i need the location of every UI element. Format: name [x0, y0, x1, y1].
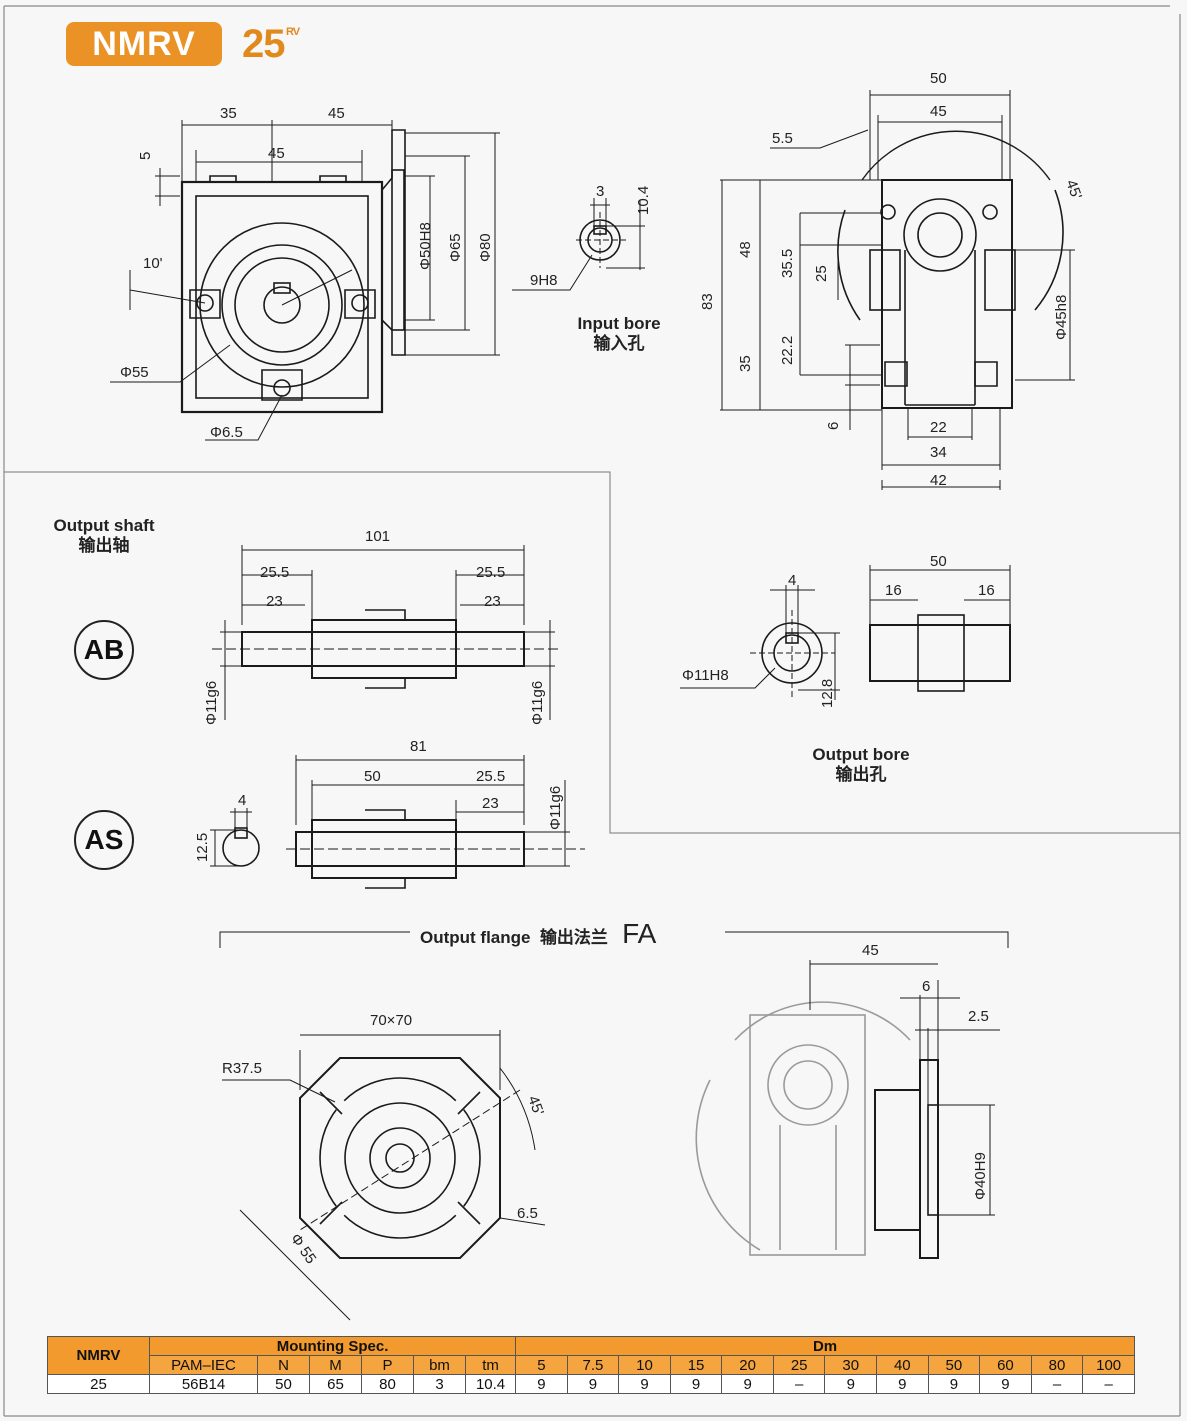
flange-side-view [695, 1001, 911, 1256]
dim-ab-101: 101 [365, 528, 390, 545]
dim-side-42: 42 [930, 472, 947, 489]
dim-as-81: 81 [410, 738, 427, 755]
dim-side-5-5: 5.5 [772, 130, 793, 147]
dim-side-22: 22 [930, 419, 947, 436]
dim-ab-25-5b: 25.5 [476, 564, 505, 581]
dim-input-10-4: 10.4 [635, 186, 652, 215]
dim-side-83: 83 [699, 293, 716, 310]
flange-code: FA [622, 918, 657, 949]
dim-obore-50: 50 [930, 553, 947, 570]
shaft-as-dims: 81 50 25.5 23 Φ11g6 4 12.5 [194, 738, 564, 862]
dim-ab-d11a: Φ11g6 [203, 681, 220, 725]
side-view-dims: 50 45 5.5 45' 48 83 35.5 25 35 22.2 6 22… [699, 70, 1085, 489]
series-badge: NMRV [66, 22, 222, 66]
th-dm: Dm [515, 1336, 1135, 1356]
dim-front-d80: Φ80 [477, 233, 494, 262]
dim-side-45: 45 [930, 103, 947, 120]
dim-side-34: 34 [930, 444, 947, 461]
dim-side-48: 48 [737, 241, 754, 258]
output-bore-dims: 50 16 16 4 Φ11H8 12.8 [682, 553, 995, 708]
th-mounting: Mounting Spec. [148, 1336, 517, 1356]
dim-front-d6-5: Φ6.5 [210, 424, 243, 441]
input-bore-view [512, 198, 645, 291]
dim-obore-16a: 16 [885, 582, 902, 599]
dim-front-45b: 45 [268, 145, 285, 162]
dim-flange-6: 6 [922, 978, 930, 995]
model-suffix: RV [286, 26, 300, 38]
dim-flange-70x70: 70×70 [370, 1012, 412, 1029]
dim-flange-2-5: 2.5 [968, 1008, 989, 1025]
shaft-as-view [210, 755, 585, 889]
flange-front-view [222, 1030, 546, 1321]
dim-flange-angle: 45' [524, 1094, 547, 1118]
dim-front-5: 5 [137, 152, 154, 160]
dim-front-d50: Φ50H8 [417, 222, 434, 270]
output-flange-label: Output flange 输出法兰 FA [420, 918, 657, 949]
variant-as: AS [74, 810, 134, 870]
dim-as-50: 50 [364, 768, 381, 785]
dim-ab-d11b: Φ11g6 [529, 681, 546, 725]
dim-side-angle: 45' [1062, 178, 1085, 202]
flange-dims: 70×70 R37.5 45' 6.5 Φ 55 45 6 2.5 Φ40H9 [222, 942, 989, 1267]
dim-side-25: 25 [813, 265, 830, 282]
dim-side-22-2: 22.2 [779, 336, 796, 365]
dim-as-25-5: 25.5 [476, 768, 505, 785]
dim-ab-25-5a: 25.5 [260, 564, 289, 581]
dim-flange-6-5: 6.5 [517, 1205, 538, 1222]
dim-ab-23a: 23 [266, 593, 283, 610]
dim-flange-45: 45 [862, 942, 879, 959]
th-model: NMRV [47, 1336, 150, 1375]
output-bore-view [680, 565, 1011, 700]
dim-side-6: 6 [825, 422, 842, 430]
front-view-dims: 35 45 45 5 10' Φ50H8 Φ65 Φ80 Φ55 Φ6.5 [120, 105, 494, 441]
dim-obore-d11: Φ11H8 [682, 667, 729, 684]
front-view [110, 120, 500, 441]
dim-side-35: 35 [737, 355, 754, 372]
dim-as-12-5: 12.5 [194, 833, 211, 862]
dim-as-d11: Φ11g6 [547, 786, 564, 830]
shaft-ab-dims: 101 25.5 25.5 23 23 Φ11g6 Φ11g6 [203, 528, 546, 725]
dim-ab-23b: 23 [484, 593, 501, 610]
dim-input-9h8: 9H8 [530, 272, 558, 289]
dim-input-3: 3 [596, 183, 604, 200]
dim-front-angle: 10' [143, 255, 163, 272]
dim-front-45a: 45 [328, 105, 345, 122]
variant-ab: AB [74, 620, 134, 680]
dim-flange-d40: Φ40H9 [972, 1152, 989, 1200]
dim-obore-16b: 16 [978, 582, 995, 599]
dim-flange-r37-5: R37.5 [222, 1060, 262, 1077]
dim-as-23: 23 [482, 795, 499, 812]
dim-side-50: 50 [930, 70, 947, 87]
input-bore-dims: 3 10.4 9H8 [530, 183, 652, 289]
dim-front-d55: Φ55 [120, 364, 149, 381]
dim-front-d65: Φ65 [447, 233, 464, 262]
dim-obore-12-8: 12.8 [819, 679, 836, 708]
dim-as-4: 4 [238, 792, 246, 809]
dim-side-d45: Φ45h8 [1053, 295, 1070, 340]
dim-side-35-5: 35.5 [779, 249, 796, 278]
dim-front-35: 35 [220, 105, 237, 122]
dim-obore-4: 4 [788, 572, 796, 589]
shaft-ab-view [212, 545, 560, 720]
side-view [720, 90, 1075, 490]
